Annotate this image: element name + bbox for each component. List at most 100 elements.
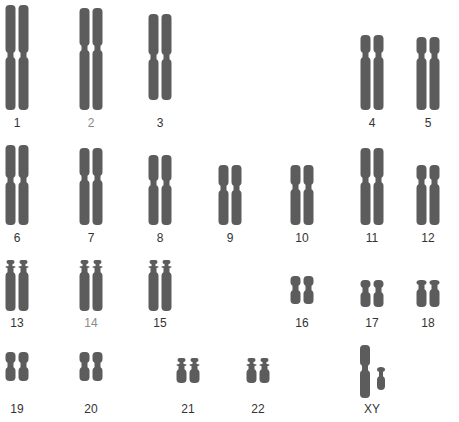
chromosome-number: 18: [421, 316, 434, 330]
long-arm: [361, 182, 371, 225]
short-arm: [19, 145, 29, 178]
long-arm: [374, 182, 384, 225]
short-arm: [80, 148, 90, 176]
short-arm: [6, 5, 16, 53]
chromosome-pair: [360, 345, 385, 398]
short-arm: [80, 352, 90, 363]
long-arm: [19, 367, 29, 381]
stalk: [96, 264, 100, 266]
stalk: [9, 264, 13, 266]
short-arm: [304, 165, 314, 185]
chromosome-pair: [361, 148, 384, 225]
chromosome-number: 19: [10, 402, 23, 416]
long-arm: [149, 59, 159, 100]
chromosome-pair: [80, 148, 103, 225]
short-arm: [361, 148, 371, 178]
chromosome-pair: [149, 260, 172, 311]
long-arm: [219, 190, 229, 225]
long-arm: [6, 182, 16, 225]
long-arm: [93, 180, 103, 225]
satellite: [150, 260, 158, 264]
short-arm: [162, 155, 172, 181]
stalk: [165, 264, 169, 266]
long-arm: [19, 272, 29, 311]
chromosome-pair: [417, 165, 440, 225]
long-arm: [93, 367, 103, 381]
long-arm: [19, 57, 29, 110]
short-arm: [149, 155, 159, 181]
long-arm: [232, 190, 242, 225]
long-arm: [190, 369, 200, 383]
long-arm: [291, 189, 301, 225]
long-arm: [80, 50, 90, 110]
long-arm: [430, 289, 440, 307]
long-arm: [19, 182, 29, 225]
long-arm: [361, 292, 371, 307]
long-arm: [177, 369, 187, 383]
chromosome-number: 20: [84, 402, 97, 416]
long-arm: [260, 369, 270, 383]
short-arm: [361, 35, 371, 53]
chromosome-pair: [417, 280, 440, 307]
chromosome-number: 4: [369, 116, 376, 130]
short-arm: [93, 8, 103, 46]
long-arm: [80, 180, 90, 225]
long-arm: [374, 57, 384, 110]
chromosome-number: 15: [153, 316, 166, 330]
stalk: [152, 264, 156, 266]
chromosome-number: 7: [88, 231, 95, 245]
satellite: [163, 260, 171, 264]
short-arm: [360, 345, 370, 366]
satellite: [261, 358, 269, 362]
short-arm: [417, 37, 427, 54]
short-arm: [162, 14, 172, 55]
long-arm: [430, 58, 440, 110]
chromosome-number: 12: [421, 231, 434, 245]
long-arm: [93, 272, 103, 311]
short-arm: [219, 165, 229, 186]
satellite: [7, 260, 15, 264]
short-arm: [417, 165, 427, 180]
long-arm: [93, 50, 103, 110]
short-arm: [361, 280, 371, 288]
short-arm: [291, 165, 301, 185]
long-arm: [149, 185, 159, 225]
chromosome-number: 17: [365, 316, 378, 330]
stalk: [180, 362, 184, 364]
chromosome-number: 1: [14, 116, 21, 130]
long-arm: [162, 59, 172, 100]
chromosome-pair: [149, 14, 172, 100]
short-arm: [374, 280, 384, 288]
short-arm: [93, 352, 103, 363]
satellite: [94, 260, 102, 264]
short-arm: [374, 148, 384, 178]
long-arm: [149, 272, 159, 311]
stalk: [250, 362, 254, 364]
long-arm: [162, 185, 172, 225]
chromosome-number: 14: [84, 316, 97, 330]
long-arm: [377, 376, 385, 390]
short-arm: [80, 8, 90, 46]
satellite: [178, 358, 186, 362]
short-arm: [93, 148, 103, 176]
long-arm: [360, 370, 370, 398]
long-arm: [6, 57, 16, 110]
long-arm: [304, 290, 314, 304]
chromosome-pair: [177, 358, 200, 383]
long-arm: [80, 272, 90, 311]
chromosome-number: 6: [14, 231, 21, 245]
long-arm: [247, 369, 257, 383]
long-arm: [430, 184, 440, 225]
stalk: [83, 264, 87, 266]
long-arm: [162, 272, 172, 311]
long-arm: [6, 367, 16, 381]
chromosome-pair: [6, 260, 29, 311]
short-arm: [19, 352, 29, 363]
satellite: [191, 358, 199, 362]
chromosome-pair: [6, 352, 29, 381]
stalk: [263, 362, 267, 364]
chromosome-number: 5: [425, 116, 432, 130]
long-arm: [304, 189, 314, 225]
long-arm: [6, 272, 16, 311]
